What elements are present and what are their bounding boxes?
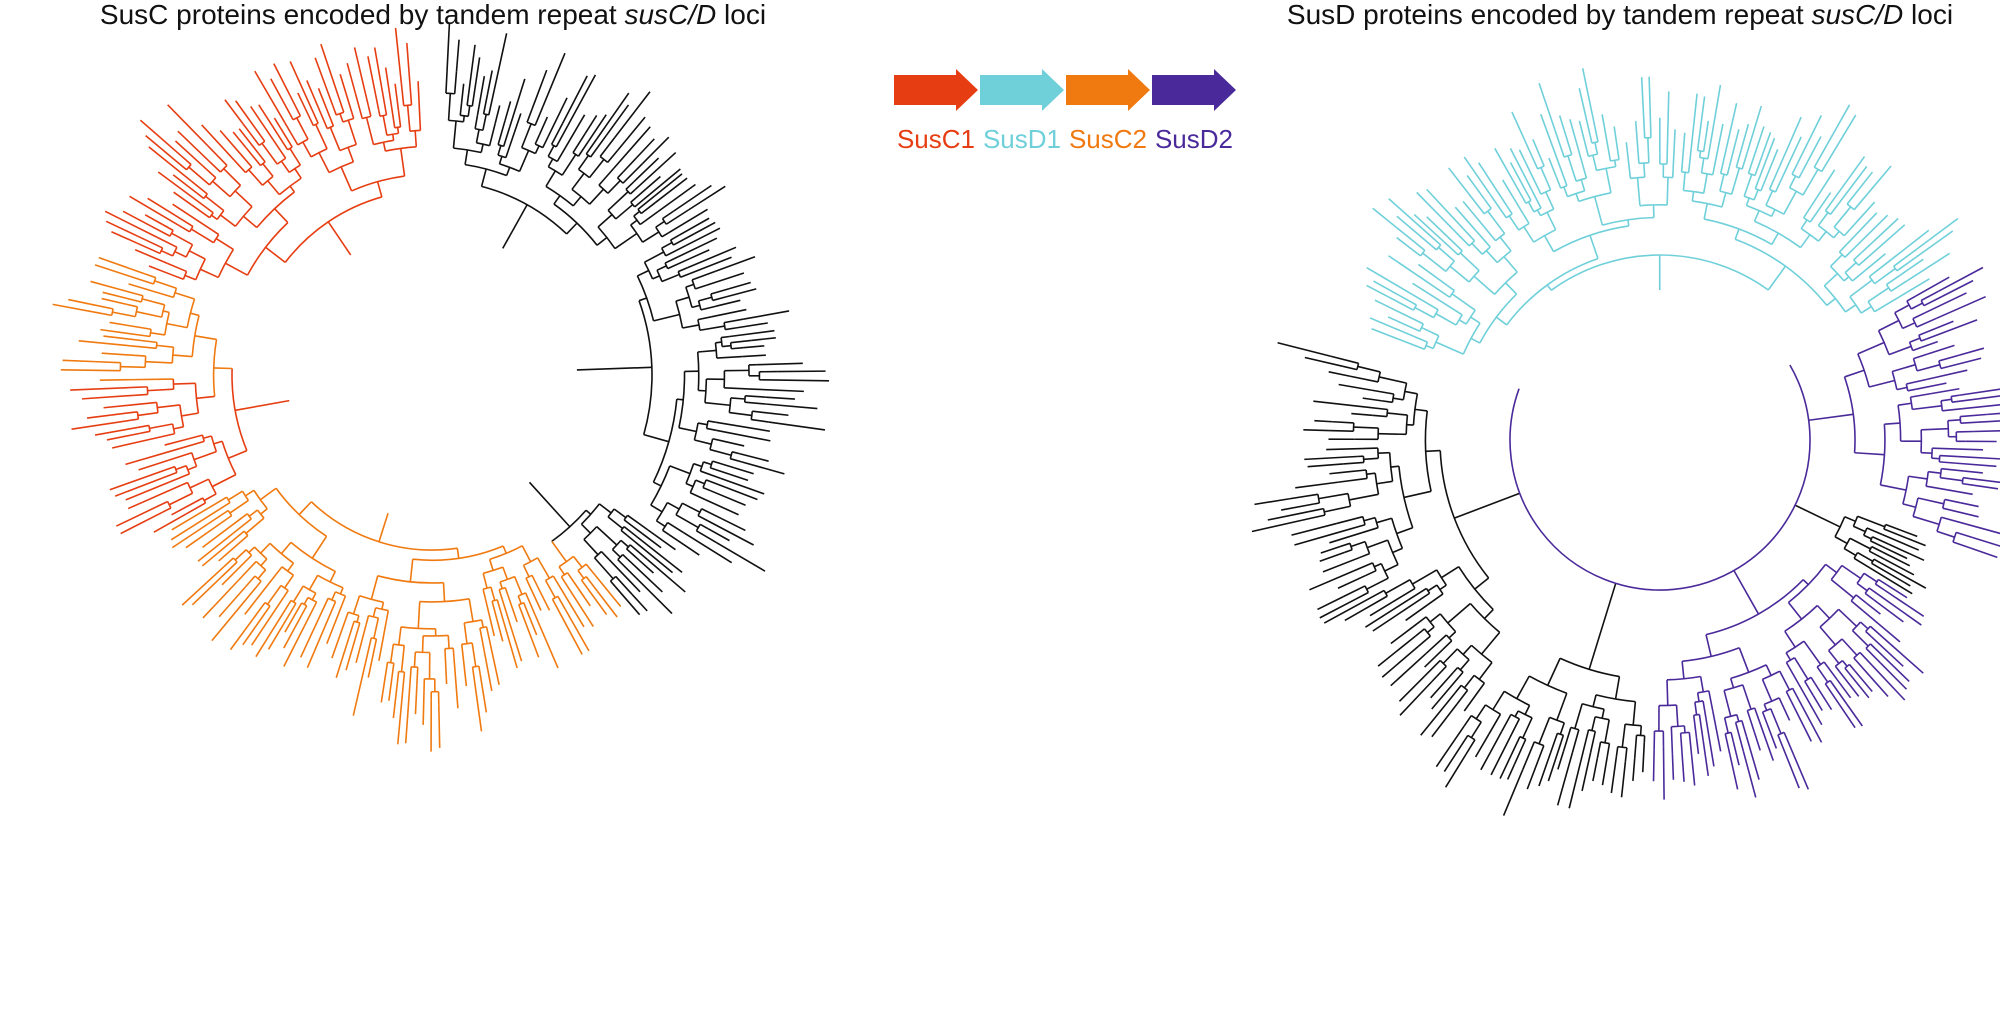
legend-label-susd1: SusD1 xyxy=(983,124,1061,154)
legend-arrow-susd2 xyxy=(1152,69,1236,111)
legend-label-susd2: SusD2 xyxy=(1155,124,1233,154)
legend-arrow-susd1 xyxy=(980,69,1064,111)
legend-label-susc1: SusC1 xyxy=(897,124,975,154)
susc-phylogenetic-tree xyxy=(52,22,830,752)
legend-arrow-susc1 xyxy=(894,69,978,111)
left-panel-title: SusC proteins encoded by tandem repeat s… xyxy=(100,0,766,30)
legend-arrow-susc2 xyxy=(1066,69,1150,111)
susd-phylogenetic-tree xyxy=(1251,68,2000,816)
right-panel-title: SusD proteins encoded by tandem repeat s… xyxy=(1287,0,1953,30)
gene-arrow-legend: SusC1 SusD1 SusC2 SusD2 xyxy=(894,69,1236,154)
legend-label-susc2: SusC2 xyxy=(1069,124,1147,154)
